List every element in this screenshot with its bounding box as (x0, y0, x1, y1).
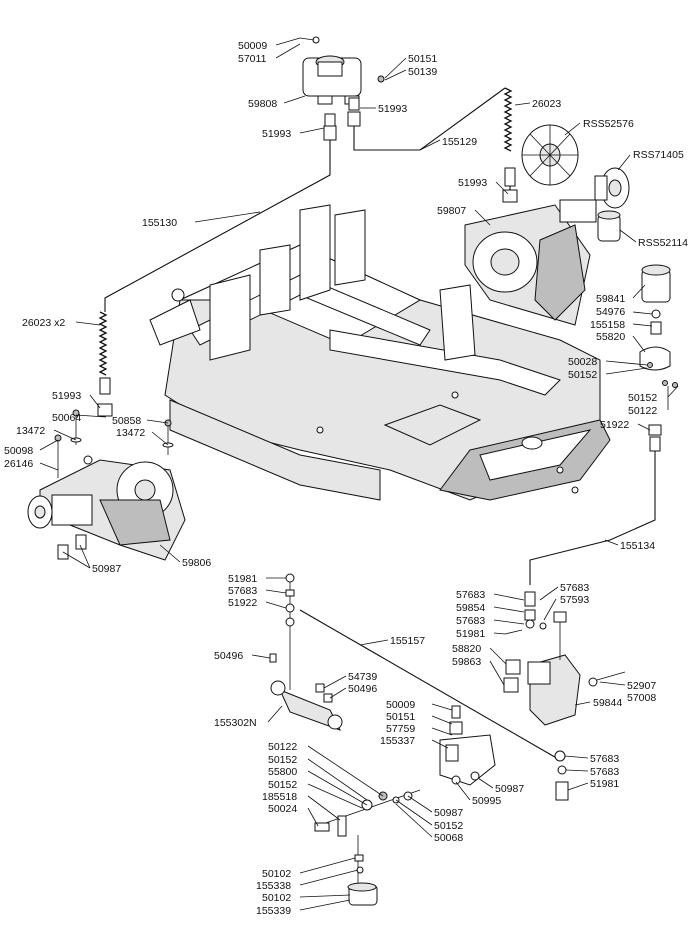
label-57011: 57011 (238, 53, 267, 65)
label-51922-b: 57683 (456, 589, 485, 601)
label-59841: 59841 (596, 293, 625, 305)
main-frame (149, 204, 611, 501)
label-50009-b: 50009 (386, 699, 415, 711)
label-57008: 57008 (627, 692, 656, 704)
label-59807: 59807 (437, 205, 466, 217)
label-RSS71405: RSS71405 (633, 149, 684, 161)
label-155302N: 155302N (214, 717, 257, 729)
label-57759: 57759 (386, 723, 415, 735)
label-51981-a: 51981 (228, 573, 257, 585)
label-51981-c: 51981 (590, 778, 619, 790)
label-50152-r2: 50152 (628, 392, 657, 404)
pump-59807 (464, 199, 597, 326)
label-54976: 54976 (596, 306, 625, 318)
label-155158: 155158 (590, 319, 625, 331)
label-155338: 155338 (256, 880, 291, 892)
label-50102-a: 50102 (262, 868, 291, 880)
spring-26023-left (97, 311, 113, 417)
hub-RSS71405 (594, 167, 630, 209)
label-50152-d: 50152 (434, 820, 463, 832)
hose-lines (104, 87, 656, 761)
label-54739: 54739 (348, 671, 377, 683)
filter-RSS52114 (597, 210, 621, 242)
label-57593: 57593 (560, 594, 589, 606)
label-57683-a: 57683 (228, 585, 257, 597)
label-50987-b: 50987 (434, 807, 463, 819)
label-50496-a: 50496 (214, 650, 243, 662)
label-51993-d: 51993 (52, 390, 81, 402)
label-58820: 58820 (452, 643, 481, 655)
label-59863: 59863 (452, 656, 481, 668)
label-50024: 50024 (268, 803, 297, 815)
fan-RSS52576 (521, 124, 579, 186)
cylinder-155302N (269, 573, 343, 731)
label-51993-a: 51993 (262, 128, 291, 140)
reservoir-59841 (639, 264, 678, 388)
label-50151-b: 50151 (386, 711, 415, 723)
label-57683-f: 57683 (590, 766, 619, 778)
label-185518: 185518 (262, 791, 297, 803)
label-50064: 50064 (52, 412, 81, 424)
label-59808: 59808 (248, 98, 277, 110)
label-13472-a: 13472 (16, 425, 45, 437)
label-50151-top: 50151 (408, 53, 437, 65)
label-155337: 155337 (380, 735, 415, 747)
label-26023x2: 26023 x2 (22, 317, 65, 329)
label-51981-b: 51981 (456, 628, 485, 640)
label-50987-c: 50987 (495, 783, 524, 795)
transmission-59806 (27, 455, 186, 561)
label-50102-b: 50102 (262, 892, 291, 904)
label-13472-b: 13472 (116, 427, 145, 439)
label-50028: 50028 (568, 356, 597, 368)
label-51922-r: 51922 (600, 419, 629, 431)
label-RSS52576: RSS52576 (583, 118, 634, 130)
label-50152-c: 50152 (268, 779, 297, 791)
label-59806: 59806 (182, 557, 211, 569)
label-26023: 26023 (532, 98, 561, 110)
label-50152-b: 50152 (268, 754, 297, 766)
label-51993-c: 51993 (458, 177, 487, 189)
bracket-155337 (439, 705, 496, 786)
label-50152-r1: 50152 (568, 369, 597, 381)
linkage-lower (314, 789, 421, 906)
label-50098: 50098 (4, 445, 33, 457)
valve-59844 (503, 591, 626, 801)
label-55800: 55800 (268, 766, 297, 778)
label-57683-b: 51922 (228, 597, 257, 609)
label-50122-r: 50122 (628, 405, 657, 417)
label-50858: 50858 (112, 415, 141, 427)
part-labels: 50009 57011 50151 50139 59808 51993 5199… (4, 40, 688, 917)
label-26146: 26146 (4, 458, 33, 470)
label-155129: 155129 (442, 136, 477, 148)
leader-lines (39, 37, 679, 911)
label-55820: 55820 (596, 331, 625, 343)
label-57683-d: 57683 (456, 615, 485, 627)
label-59854: 59854 (456, 602, 485, 614)
label-RSS52114: RSS52114 (638, 237, 688, 249)
label-50068: 50068 (434, 832, 463, 844)
label-52907: 52907 (627, 680, 656, 692)
reservoir-59808 (299, 36, 385, 105)
label-50987-left: 50987 (92, 563, 121, 575)
label-155339: 155339 (256, 905, 291, 917)
label-155130: 155130 (142, 217, 177, 229)
label-50496-b: 50496 (348, 683, 377, 695)
label-57683-e: 57683 (590, 753, 619, 765)
label-50995: 50995 (472, 795, 501, 807)
label-50122-b: 50122 (268, 741, 297, 753)
label-50009-top: 50009 (238, 40, 267, 52)
label-50139: 50139 (408, 66, 437, 78)
label-59844: 59844 (593, 697, 622, 709)
fitting-51922-right (648, 424, 662, 452)
spring-26023-right (502, 87, 518, 203)
label-155134: 155134 (620, 540, 655, 552)
fitting-51993-a (323, 97, 361, 141)
label-155157: 155157 (390, 635, 425, 647)
label-51993-b: 51993 (378, 103, 407, 115)
label-57683-c: 57683 (560, 582, 589, 594)
